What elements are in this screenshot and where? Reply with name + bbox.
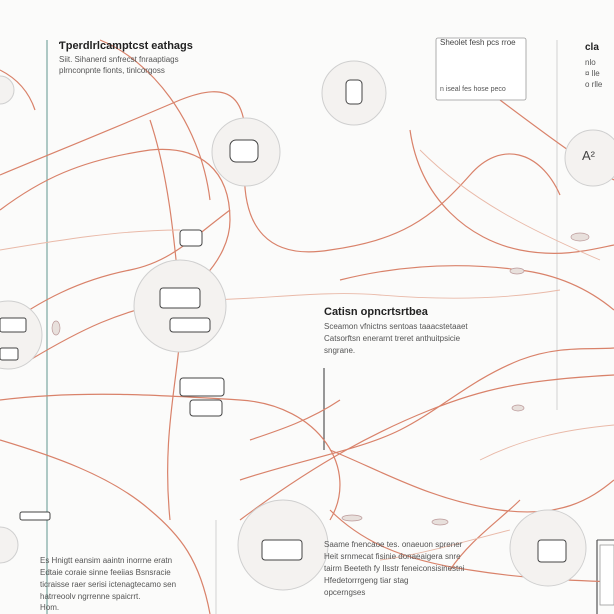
top-left-line-1: Siit. Sihanerd snfrecst fnraaptiags xyxy=(59,55,179,64)
wire xyxy=(249,399,341,441)
top-right-heading: cla xyxy=(585,42,599,53)
device-sketch xyxy=(229,139,259,163)
bottom-middle-line-4: Hfedetorrrgeng tiar stag xyxy=(324,576,409,585)
wire xyxy=(409,129,614,254)
wire xyxy=(99,39,211,201)
bottom-middle-line-1: Saame fnencaoe tes. onaeuon sprener xyxy=(324,540,463,549)
small-badge-label: A² xyxy=(582,148,595,163)
hand-sketch xyxy=(261,539,303,561)
center-line-1: Sceamon vfnictns sentoas taaacstetaaet xyxy=(324,322,468,331)
bottom-left-line-1: Es Hnigtt eansim aaintn inorrne eratn xyxy=(40,556,173,565)
plug-sketch xyxy=(345,79,363,105)
small-badge-circle xyxy=(564,129,614,187)
bottom-left-line-5: Hom. xyxy=(40,603,60,612)
cable-clip-icon xyxy=(0,75,15,105)
bottom-left-line-2: Edtaie coraie sinne feeiias Bsnsracie xyxy=(40,568,171,577)
icon-frames xyxy=(0,60,614,591)
wire xyxy=(239,374,614,521)
bottom-middle-line-5: opcerngses xyxy=(324,588,366,597)
device-sketches xyxy=(0,47,567,563)
connector-sketch xyxy=(0,317,27,333)
top-middle-line-1: n iseal fes hose peco xyxy=(440,86,506,93)
center-line-2: Catsorftsn enerarnt treret anthuitpsicie xyxy=(324,334,461,343)
wire xyxy=(0,69,36,111)
wire xyxy=(0,91,561,253)
top-right-line-3: o rlle xyxy=(585,80,603,89)
wire xyxy=(0,439,211,614)
clip-sketch xyxy=(179,377,225,397)
adapter-sketch xyxy=(159,287,201,309)
bottom-left-circle xyxy=(0,526,19,564)
bottom-left-line-3: ticraisse raer serisi ictenagtecamo sen xyxy=(40,580,177,589)
top-left-line-2: plrnconpnte fionts, tinlcorgoss xyxy=(59,66,165,75)
center-line-3: sngrane. xyxy=(324,346,356,355)
center-heading: Catisn opncrtsrtbea xyxy=(324,306,428,318)
card-reader-sketch xyxy=(537,539,567,563)
top-middle-heading: Sheolet fesh pcs rroe xyxy=(440,38,516,47)
bottom-middle-line-2: Heit srnmecat fisinie donaeaigera snre xyxy=(324,552,461,561)
top-right-line-1: nlo xyxy=(585,58,596,67)
wire xyxy=(449,499,521,571)
bottom-left-line-4: hatrreoolv ngrrenne spaicrrt. xyxy=(40,592,141,601)
wire xyxy=(339,265,614,311)
wire xyxy=(239,347,614,481)
bottom-middle-line-3: tairm Beeteth fy Ilsstr feneiconsisinest… xyxy=(324,564,465,573)
wire xyxy=(0,393,341,521)
wire xyxy=(329,449,614,513)
top-left-heading: Ƭperdlrlcamptcst eathags xyxy=(59,40,193,52)
top-right-line-2: ¤ lle xyxy=(585,69,600,78)
